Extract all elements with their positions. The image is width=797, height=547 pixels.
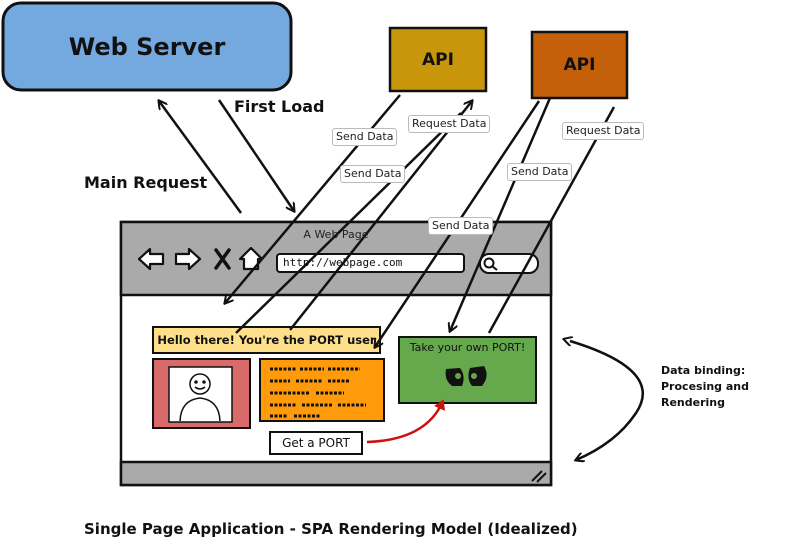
first-load-label: First Load	[234, 97, 325, 116]
get-port-button-label[interactable]: Get a PORT	[282, 436, 350, 450]
first-load-arrow	[217, 99, 294, 211]
api-box-2	[530, 30, 629, 100]
browser-status-bar	[119, 460, 553, 487]
data-binding-note-line-3: Rendering	[661, 396, 725, 409]
send-data-label-3: Send Data	[428, 217, 494, 235]
sign-language-hands-icon	[445, 366, 487, 386]
send-data-arrow-4	[450, 97, 552, 331]
resize-grip-icon[interactable]	[531, 470, 547, 483]
search-icon[interactable]	[483, 257, 495, 269]
text-block	[259, 358, 385, 422]
stop-x-icon[interactable]	[214, 248, 231, 270]
browser-title: A Web Page	[303, 228, 369, 241]
scribbled-text	[270, 367, 366, 418]
greeting-banner	[152, 326, 381, 354]
promo-box	[398, 336, 537, 404]
request-data-label-1: Request Data	[408, 115, 491, 133]
data-binding-note-line-1: Data binding:	[661, 364, 746, 377]
data-binding-note-line-2: Procesing and	[661, 380, 750, 393]
main-request-arrow	[159, 101, 243, 214]
forward-arrow-icon[interactable]	[174, 247, 202, 271]
promo-text: Take your own PORT!	[409, 341, 526, 354]
url-bar[interactable]	[276, 253, 465, 273]
send-data-label-2: Send Data	[340, 165, 406, 183]
request-data-line-1	[235, 112, 462, 334]
data-binding-arrow	[570, 341, 644, 460]
web-server-box	[1, 1, 293, 92]
caption: Single Page Application - SPA Rendering …	[84, 520, 578, 538]
api-box-1	[388, 26, 488, 93]
api-label-2: API	[563, 55, 596, 75]
send-data-label-1: Send Data	[332, 128, 398, 146]
get-port-button[interactable]	[269, 431, 363, 455]
send-data-label-4: Send Data	[507, 163, 573, 181]
red-flow-arrow	[366, 399, 445, 444]
api-label-1: API	[422, 49, 454, 70]
search-box[interactable]	[479, 253, 539, 274]
greeting-text: Hello there! You're the PORT user	[157, 333, 376, 347]
web-server-label: Web Server	[68, 32, 226, 61]
data-binding-note: Data binding: Procesing and Rendering	[661, 363, 749, 411]
main-request-label: Main Request	[84, 173, 208, 192]
user-avatar-icon	[179, 373, 221, 422]
request-data-label-2: Request Data	[562, 122, 645, 140]
back-arrow-icon[interactable]	[137, 247, 165, 271]
request-data-line-2	[487, 106, 616, 334]
url-text[interactable]: http://webpage.com	[283, 256, 403, 269]
send-data-arrow-2	[289, 101, 472, 331]
